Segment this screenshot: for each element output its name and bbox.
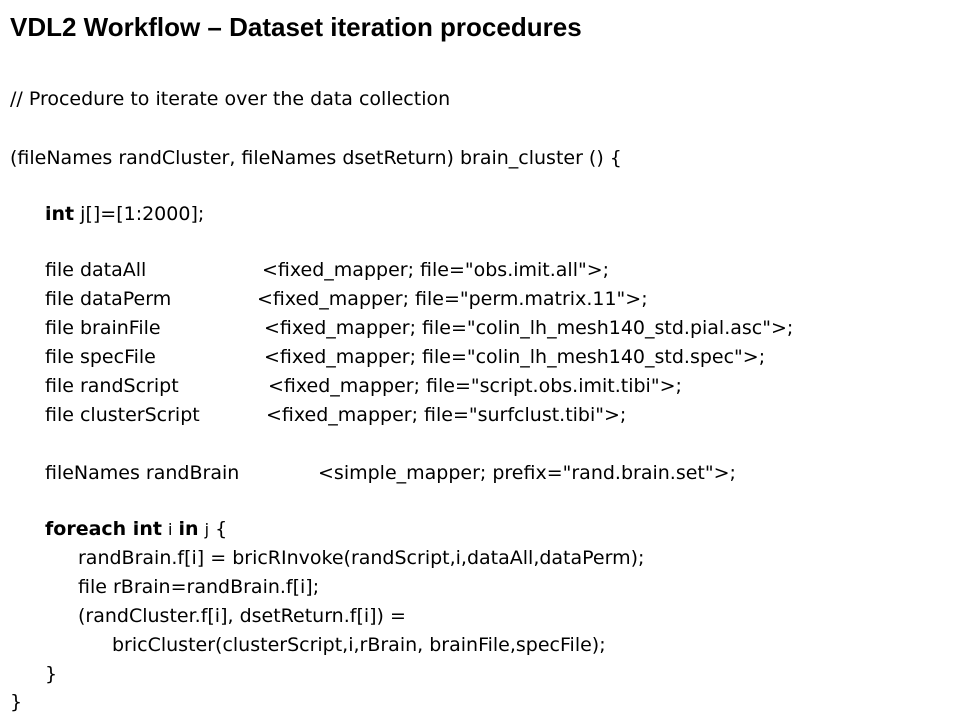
file-mapper-dataall: <fixed_mapper; file="obs.imit.all">; — [262, 259, 610, 281]
file-mapper-brainfile: <fixed_mapper; file="colin_lh_mesh140_st… — [264, 317, 794, 339]
file-decl-clusterscript: file clusterScript — [45, 404, 200, 426]
file-decl-dataperm: file dataPerm — [45, 288, 172, 310]
file-decl-randscript: file randScript — [45, 375, 179, 397]
int-declaration-rest: j[]=[1:2000]; — [74, 203, 205, 225]
slide-title: VDL2 Workflow – Dataset iteration proced… — [10, 12, 582, 42]
foreach-keyword: foreach int — [45, 518, 162, 540]
file-mapper-dataperm: <fixed_mapper; file="perm.matrix.11">; — [257, 288, 648, 310]
int-declaration: int j[]=[1:2000]; — [45, 202, 204, 226]
body-line-rbrain: file rBrain=randBrain.f[i]; — [78, 576, 320, 598]
procedure-close-brace: } — [10, 691, 23, 713]
body-line-cluster-assign: (randCluster.f[i], dsetReturn.f[i]) = — [78, 605, 406, 627]
file-mapper-randscript: <fixed_mapper; file="script.obs.imit.tib… — [268, 375, 682, 397]
foreach-open-brace: { — [215, 518, 228, 540]
int-keyword: int — [45, 203, 75, 225]
file-mapper-clusterscript: <fixed_mapper; file="surfclust.tibi">; — [266, 404, 627, 426]
foreach-header: foreach int i in j { — [45, 517, 227, 541]
code-comment: // Procedure to iterate over the data co… — [10, 88, 451, 110]
filenames-decl: fileNames randBrain — [45, 462, 240, 484]
foreach-var: i — [167, 520, 173, 539]
foreach-close-brace: } — [45, 663, 58, 685]
file-mapper-specfile: <fixed_mapper; file="colin_lh_mesh140_st… — [264, 346, 766, 368]
file-decl-dataall: file dataAll — [45, 259, 147, 281]
body-line-randbrain: randBrain.f[i] = bricRInvoke(randScript,… — [78, 547, 645, 569]
file-decl-specfile: file specFile — [45, 346, 156, 368]
filenames-mapper: <simple_mapper; prefix="rand.brain.set">… — [318, 462, 736, 484]
file-decl-brainfile: file brainFile — [45, 317, 161, 339]
in-keyword: in — [178, 518, 199, 540]
foreach-collection: j — [204, 520, 210, 539]
procedure-signature: (fileNames randCluster, fileNames dsetRe… — [10, 147, 622, 169]
body-line-bric-cluster: bricCluster(clusterScript,i,rBrain, brai… — [112, 634, 606, 656]
